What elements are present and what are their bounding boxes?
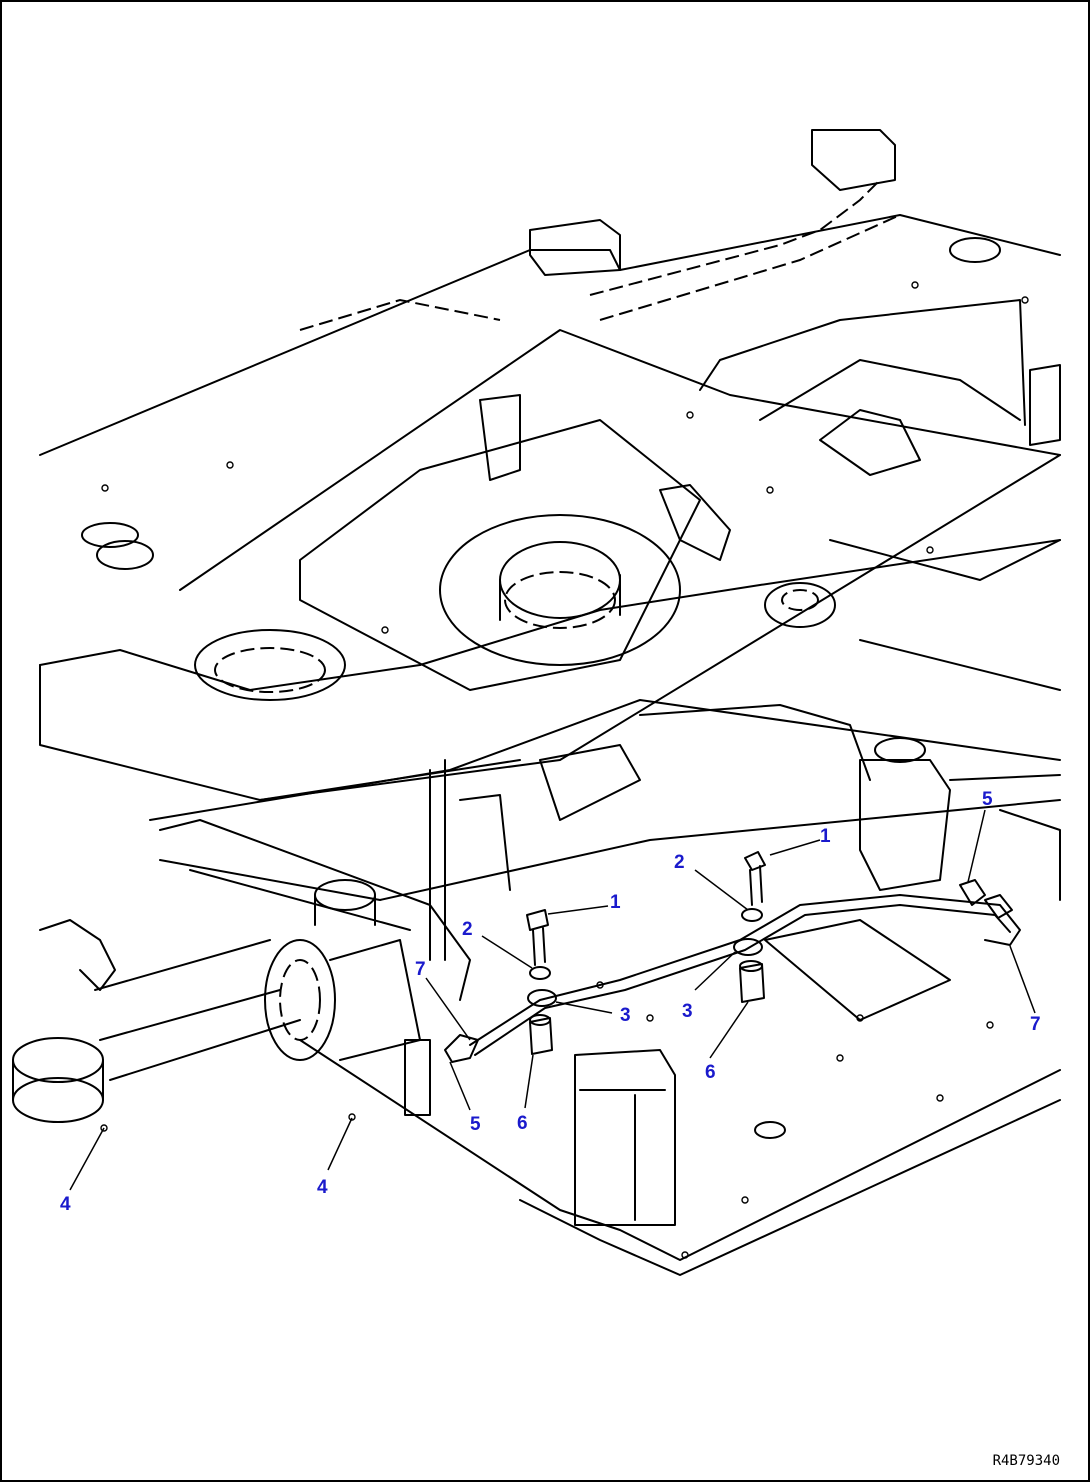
callout-1-lower: 1 [610, 892, 621, 913]
callout-3-right: 3 [682, 1001, 693, 1022]
callout-7-right: 7 [1030, 1014, 1041, 1035]
callout-labels: 1 1 2 2 3 3 4 4 5 5 6 6 7 7 [60, 789, 1041, 1215]
undercarriage-frame [12, 281, 1061, 1276]
callout-leaders [69, 809, 1036, 1191]
revolving-frame [39, 129, 1061, 801]
callout-2-upper: 2 [674, 852, 685, 873]
callout-2-lower: 2 [462, 919, 473, 940]
callout-6-left: 6 [517, 1113, 528, 1134]
hose-assemblies [444, 851, 1021, 1063]
callout-5-upper: 5 [982, 789, 993, 810]
callout-7-left: 7 [415, 959, 426, 980]
drawing-code: R4B79340 [993, 1453, 1060, 1469]
callout-5-lower: 5 [470, 1114, 481, 1135]
callout-3-left: 3 [620, 1005, 631, 1026]
callout-4-right: 4 [317, 1177, 328, 1198]
callout-1-upper: 1 [820, 826, 831, 847]
callout-4-left: 4 [60, 1194, 71, 1215]
callout-6-right: 6 [705, 1062, 716, 1083]
